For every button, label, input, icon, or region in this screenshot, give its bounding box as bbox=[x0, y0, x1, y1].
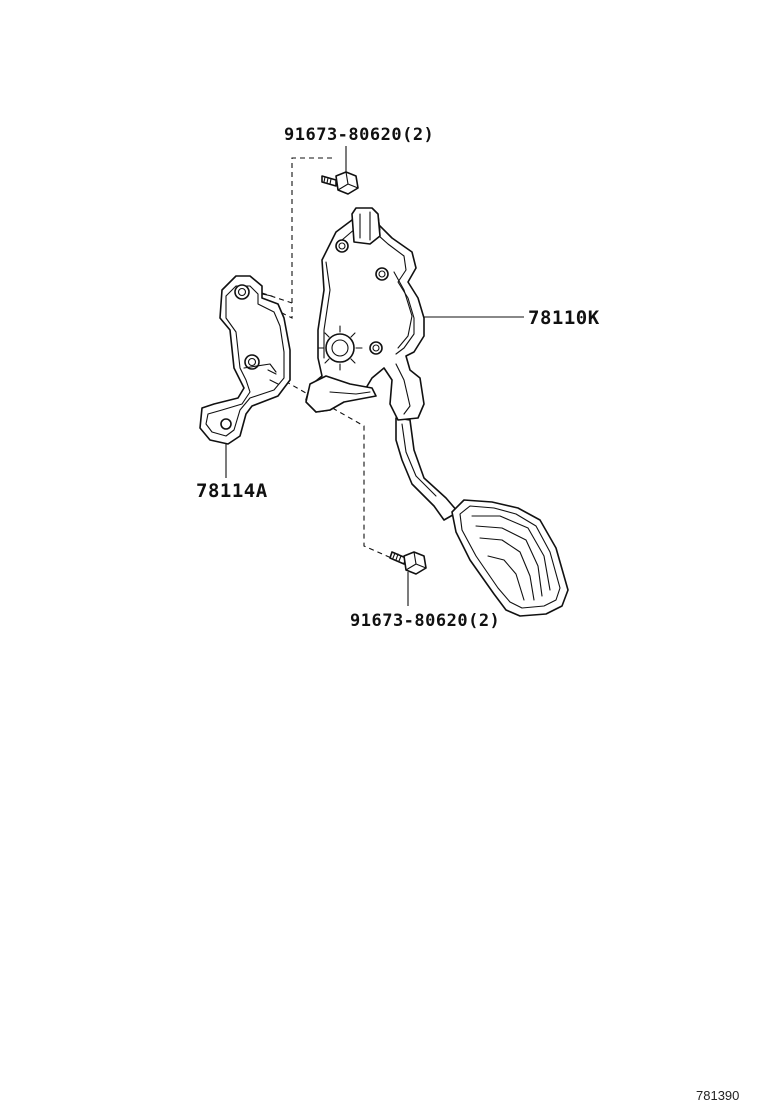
figure-reference: 781390 bbox=[696, 1088, 739, 1103]
leader-lines bbox=[225, 146, 524, 606]
accelerator-pedal-icon bbox=[305, 207, 569, 617]
bolt-top-icon bbox=[321, 171, 359, 195]
part-number-pedal-assembly: 78110K bbox=[528, 307, 600, 329]
bolt-bottom-icon bbox=[389, 551, 427, 575]
part-number-bolt-bottom: 91673-80620(2) bbox=[350, 611, 500, 631]
part-number-bracket: 78114A bbox=[196, 480, 268, 502]
part-number-bolt-top: 91673-80620(2) bbox=[284, 125, 434, 145]
bracket-icon bbox=[199, 275, 291, 445]
